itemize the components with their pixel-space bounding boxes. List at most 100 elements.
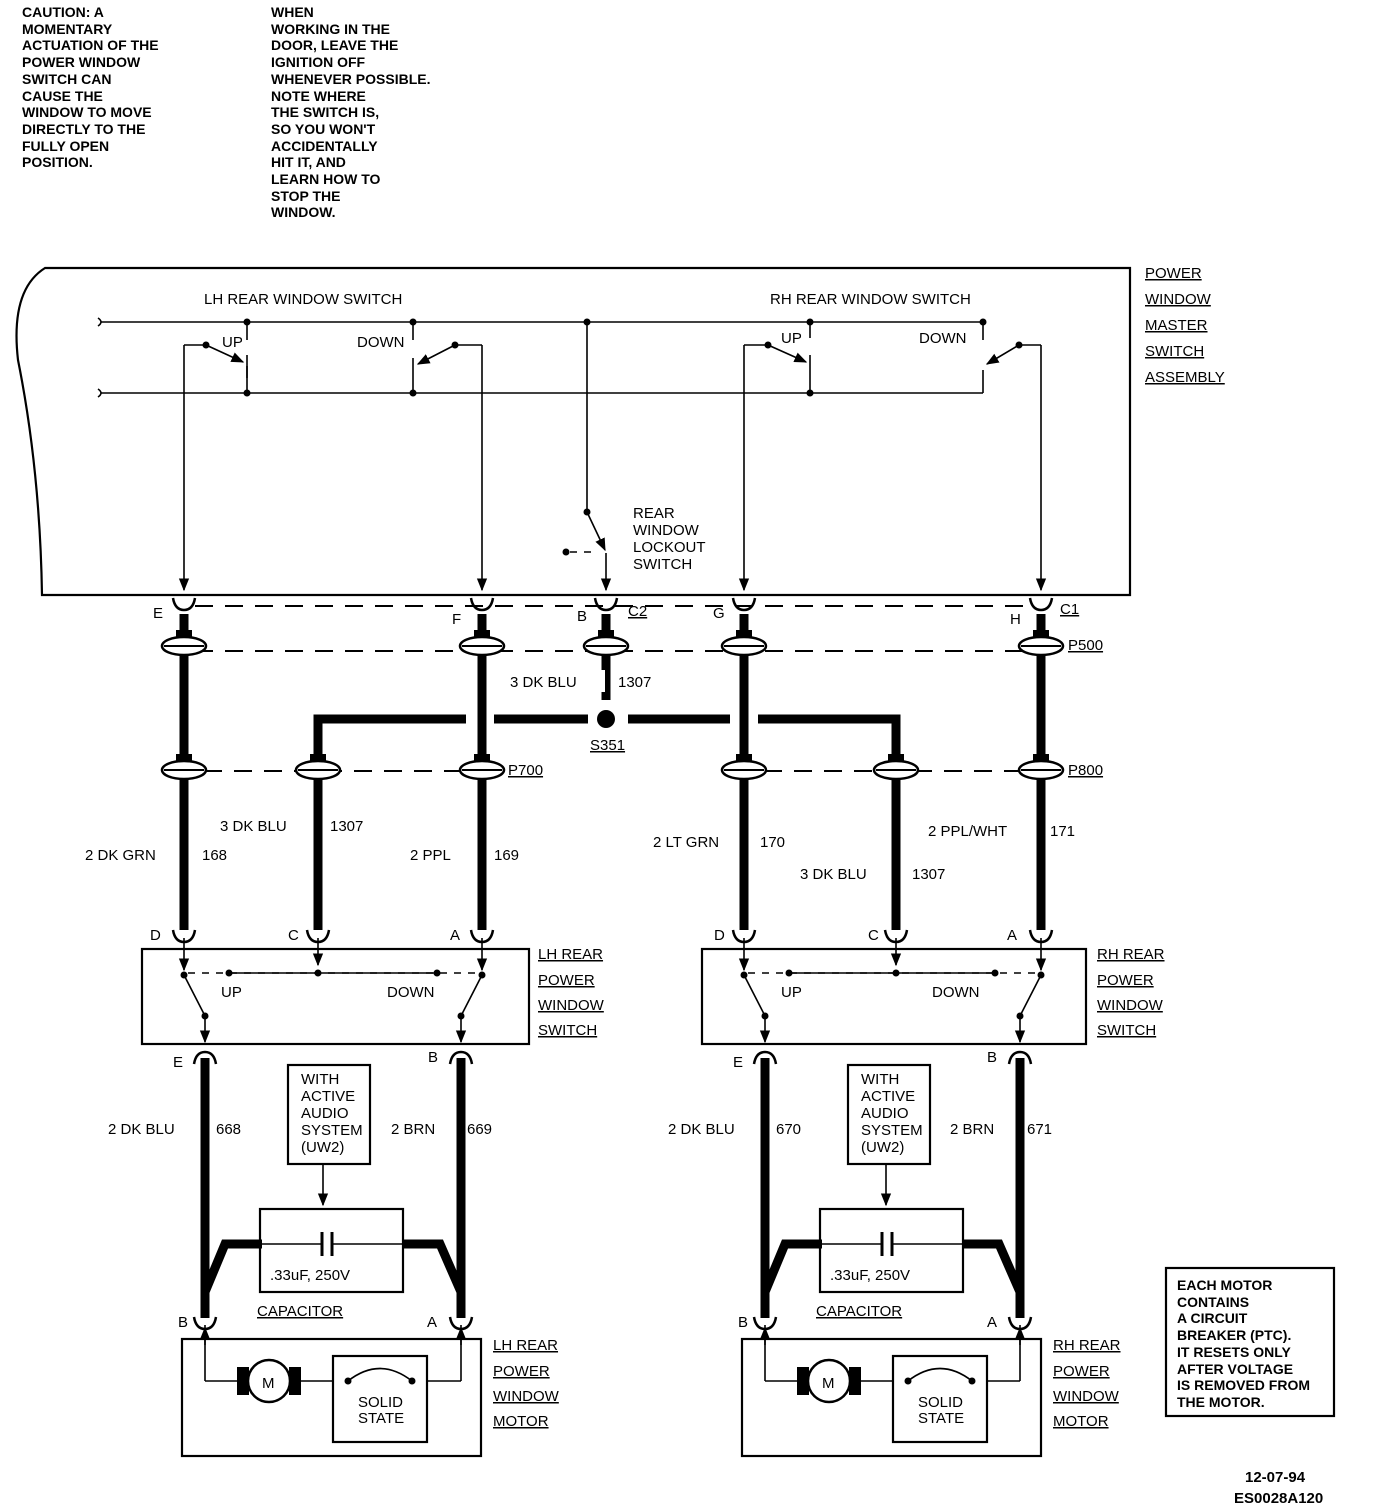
lh-audio-1: WITH — [301, 1071, 339, 1088]
pin-h-label: H — [1010, 611, 1021, 628]
rh-audio-1: WITH — [861, 1071, 899, 1088]
lh-pin-c: C — [288, 927, 299, 944]
lh-switch-title-1: LH REAR — [538, 946, 603, 963]
lh-audio-5: (UW2) — [301, 1139, 344, 1156]
lh-up-label: UP — [222, 334, 243, 351]
wire-670-label: 2 DK BLU — [668, 1121, 735, 1138]
master-title-2: WINDOW — [1145, 291, 1212, 308]
master-title-4: SWITCH — [1145, 343, 1204, 360]
rh-solid-1: SOLID — [918, 1394, 963, 1411]
wire-170-label: 2 LT GRN — [653, 834, 719, 851]
rh-pin-e: E — [733, 1054, 743, 1071]
rh-switch-title-3: WINDOW — [1097, 997, 1164, 1014]
rh-switch-title-2: POWER — [1097, 972, 1154, 989]
lh-solid-2: STATE — [358, 1410, 404, 1427]
master-switch-assembly: POWER WINDOW MASTER SWITCH ASSEMBLY LH R… — [15, 265, 1225, 597]
footer-code: ES0028A120 — [1234, 1490, 1323, 1507]
wire-171-label: 2 PPL/WHT — [928, 823, 1007, 840]
lockout-label-2: WINDOW — [633, 522, 700, 539]
pin-e-label: E — [153, 605, 163, 622]
rh-switch-title-4: SWITCH — [1097, 1022, 1156, 1039]
grommets-p700-p800: P700 P800 — [160, 754, 1103, 781]
wire-1307-lh-num: 1307 — [330, 818, 363, 835]
caution-note: CAUTION: A MOMENTARY ACTUATION OF THE PO… — [22, 4, 159, 171]
wire-171-num: 171 — [1050, 823, 1075, 840]
p800-label: P800 — [1068, 762, 1103, 779]
rh-audio-2: ACTIVE — [861, 1088, 915, 1105]
lh-pin-a: A — [450, 927, 460, 944]
lockout-label-4: SWITCH — [633, 556, 692, 573]
lockout-label-3: LOCKOUT — [633, 539, 706, 556]
lh-rear-window-switch-label: LH REAR WINDOW SWITCH — [204, 291, 402, 308]
rh-motor-title-2: POWER — [1053, 1363, 1110, 1380]
lh-motor-m: M — [262, 1375, 275, 1392]
lh-switch-title-2: POWER — [538, 972, 595, 989]
rh-audio-4: SYSTEM — [861, 1122, 923, 1139]
rh-rear-power-window-switch: D C A UP DOWN RH REAR POWER WINDOW SWITC… — [700, 927, 1165, 1046]
connector-c1-c2: E F B C2 G H C1 P500 — [153, 596, 1103, 654]
center-wire-num: 1307 — [618, 674, 651, 691]
rh-switch-down: DOWN — [932, 984, 980, 1001]
lh-solid-1: SOLID — [358, 1394, 403, 1411]
motor-note-box — [1164, 1266, 1336, 1418]
rh-motor-title-3: WINDOW — [1053, 1388, 1120, 1405]
lh-motor-title-1: LH REAR — [493, 1337, 558, 1354]
rh-audio-3: AUDIO — [861, 1105, 909, 1122]
rh-pin-d: D — [714, 927, 725, 944]
lh-switch-down: DOWN — [387, 984, 435, 1001]
lh-audio-2: ACTIVE — [301, 1088, 355, 1105]
pin-f-label: F — [452, 611, 461, 628]
pin-b-label: B — [577, 608, 587, 625]
lh-audio-3: AUDIO — [301, 1105, 349, 1122]
wire-168-label: 2 DK GRN — [85, 847, 156, 864]
lh-motor-wiring: E B 2 DK BLU 668 2 BRN 669 WITH ACTIVE A… — [108, 1049, 492, 1320]
wire-169-label: 2 PPL — [410, 847, 451, 864]
lh-pin-d: D — [150, 927, 161, 944]
mid-wire-labels: 2 DK GRN 168 3 DK BLU 1307 2 PPL 169 2 L… — [85, 818, 1075, 883]
lh-rear-power-window-motor: B A M SOLID STATE LH REAR POWER WINDOW M… — [178, 1314, 560, 1458]
rh-motor-m: M — [822, 1375, 835, 1392]
rh-down-label: DOWN — [919, 330, 967, 347]
lh-cap-label: CAPACITOR — [257, 1303, 343, 1320]
lh-motor-pin-a: A — [427, 1314, 437, 1331]
wire-669-label: 2 BRN — [391, 1121, 435, 1138]
rh-motor-wiring: E B 2 DK BLU 670 2 BRN 671 WITH ACTIVE A… — [668, 1049, 1052, 1320]
rh-switch-title-1: RH REAR — [1097, 946, 1165, 963]
c2-label: C2 — [628, 603, 647, 620]
pin-g-label: G — [713, 605, 725, 622]
lh-motor-title-4: MOTOR — [493, 1413, 549, 1430]
wire-671-label: 2 BRN — [950, 1121, 994, 1138]
lh-pin-e: E — [173, 1054, 183, 1071]
master-title-1: POWER — [1145, 265, 1202, 282]
footer-date: 12-07-94 — [1245, 1469, 1306, 1486]
lh-switch-title-4: SWITCH — [538, 1022, 597, 1039]
rh-pin-c: C — [868, 927, 879, 944]
rh-switch-up: UP — [781, 984, 802, 1001]
lh-rear-power-window-switch: D C A UP DOWN LH REAR POWER WINDOW SWITC… — [140, 927, 605, 1046]
rh-pin-b: B — [987, 1049, 997, 1066]
rh-motor-pin-a: A — [987, 1314, 997, 1331]
working-note: WHEN WORKING IN THE DOOR, LEAVE THE IGNI… — [271, 4, 431, 221]
wire-1307-lh-label: 3 DK BLU — [220, 818, 287, 835]
master-title-3: MASTER — [1145, 317, 1208, 334]
p500-label: P500 — [1068, 637, 1103, 654]
rh-cap-label: CAPACITOR — [816, 1303, 902, 1320]
wire-170-num: 170 — [760, 834, 785, 851]
lh-switch-up: UP — [221, 984, 242, 1001]
lh-pin-b: B — [428, 1049, 438, 1066]
rh-motor-title-4: MOTOR — [1053, 1413, 1109, 1430]
rh-up-label: UP — [781, 330, 802, 347]
wire-168-num: 168 — [202, 847, 227, 864]
rh-rear-power-window-motor: B A M SOLID STATE RH REAR POWER WINDOW M… — [738, 1314, 1121, 1458]
wire-1307-rh-label: 3 DK BLU — [800, 866, 867, 883]
wire-169-num: 169 — [494, 847, 519, 864]
center-wire-label: 3 DK BLU — [510, 674, 577, 691]
c1-label: C1 — [1060, 601, 1079, 618]
s351-label: S351 — [590, 737, 625, 754]
rh-solid-2: STATE — [918, 1410, 964, 1427]
wire-668-num: 668 — [216, 1121, 241, 1138]
wire-1307-rh-num: 1307 — [912, 866, 945, 883]
lockout-label-1: REAR — [633, 505, 675, 522]
rh-motor-title-1: RH REAR — [1053, 1337, 1121, 1354]
